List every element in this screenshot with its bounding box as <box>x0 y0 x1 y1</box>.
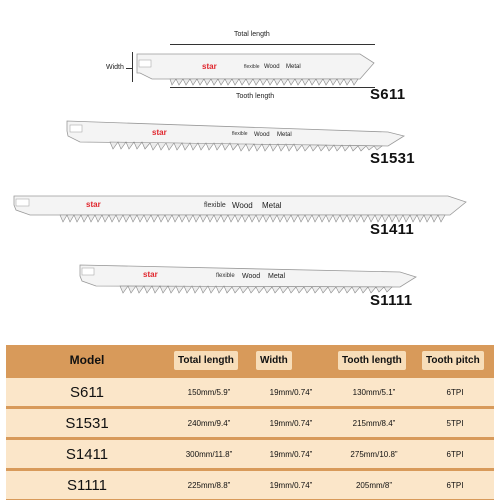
blade-s1531-badge-metal: Metal <box>277 132 292 138</box>
width-bracket-line <box>132 52 133 82</box>
blade-s611-badge-metal: Metal <box>286 64 301 70</box>
cell-tooth-pitch: 6TPI <box>416 375 494 406</box>
cell-tooth-pitch: 6TPI <box>416 468 494 499</box>
tooth-length-line <box>170 87 375 88</box>
header-width: Width <box>250 345 332 375</box>
width-pointer-line <box>126 68 132 69</box>
header-model: Model <box>6 345 168 375</box>
blade-s1531-badge: Wood <box>254 132 270 138</box>
header-tooth-length: Tooth length <box>332 345 416 375</box>
header-tooth-pitch: Tooth pitch <box>416 345 494 375</box>
table-row: S1531 240mm/9.4” 19mm/0.74” 215mm/8.4” 5… <box>6 406 494 437</box>
cell-width: 19mm/0.74” <box>250 406 332 437</box>
blade-s1111-illustration: star flexible Wood Metal <box>79 264 417 294</box>
total-length-label: Total length <box>234 31 270 38</box>
cell-tooth-length: 275mm/10.8” <box>332 437 416 468</box>
table-row: S611 150mm/5.9” 19mm/0.74” 130mm/5.1” 6T… <box>6 375 494 406</box>
tooth-length-label: Tooth length <box>236 93 275 100</box>
blade-s1111-model-label: S1111 <box>370 292 413 309</box>
cell-total-length: 225mm/8.8” <box>168 468 250 499</box>
blade-s611-brand: star <box>202 62 217 71</box>
table-row: S1411 300mm/11.8” 19mm/0.74” 275mm/10.8”… <box>6 437 494 468</box>
blade-s1411-model-label: S1411 <box>370 221 415 238</box>
width-label: Width <box>106 64 124 71</box>
cell-tooth-length: 205mm/8” <box>332 468 416 499</box>
blade-s1411-brand: star <box>86 200 101 209</box>
cell-model: S611 <box>6 375 168 406</box>
blade-s611 <box>136 53 375 86</box>
blade-s611-illustration: star flexible Wood Metal <box>136 53 375 86</box>
cell-total-length: 150mm/5.9” <box>168 375 250 406</box>
blade-s1411-illustration: star flexible Wood Metal <box>13 195 467 223</box>
cell-tooth-length: 130mm/5.1” <box>332 375 416 406</box>
cell-width: 19mm/0.74” <box>250 437 332 468</box>
blade-s1111-flex: flexible <box>216 273 235 279</box>
cell-tooth-pitch: 6TPI <box>416 437 494 468</box>
blade-s1411-badge: Wood <box>232 201 253 210</box>
blade-s1531-flex: flexible <box>232 131 248 137</box>
header-total-length: Total length <box>168 345 250 375</box>
blade-s1531-illustration: star flexible Wood Metal <box>66 120 406 152</box>
cell-total-length: 300mm/11.8” <box>168 437 250 468</box>
total-length-line <box>170 44 375 45</box>
cell-model: S1411 <box>6 437 168 468</box>
blade-s1411-badge-metal: Metal <box>262 201 282 210</box>
blade-s611-model-label: S611 <box>370 86 406 103</box>
cell-width: 19mm/0.74” <box>250 375 332 406</box>
blade-s1111-badge-metal: Metal <box>268 273 286 280</box>
spec-table: Model Total length Width Tooth length To… <box>6 345 494 499</box>
cell-width: 19mm/0.74” <box>250 468 332 499</box>
cell-total-length: 240mm/9.4” <box>168 406 250 437</box>
table-row: S1111 225mm/8.8” 19mm/0.74” 205mm/8” 6TP… <box>6 468 494 499</box>
cell-tooth-length: 215mm/8.4” <box>332 406 416 437</box>
spec-table-header-row: Model Total length Width Tooth length To… <box>6 345 494 375</box>
cell-model: S1531 <box>6 406 168 437</box>
blade-s1111-badge: Wood <box>242 273 260 280</box>
blade-s1531-brand: star <box>152 128 167 137</box>
blade-s611-flex: flexible <box>244 64 260 70</box>
blade-s611-badge: Wood <box>264 64 280 70</box>
cell-model: S1111 <box>6 468 168 499</box>
blade-s1531-model-label: S1531 <box>370 150 415 167</box>
blade-s1111-brand: star <box>143 270 158 279</box>
blade-s1411-flex: flexible <box>204 202 226 209</box>
cell-tooth-pitch: 5TPI <box>416 406 494 437</box>
